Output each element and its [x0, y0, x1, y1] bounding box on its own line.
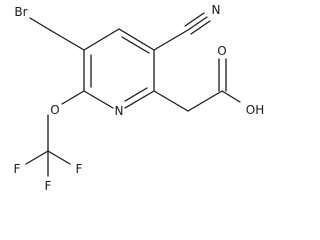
ether-oxygen-label: O [50, 103, 59, 117]
bond-c5-cn [153, 29, 189, 51]
nitrile-nitrogen-label: N [212, 3, 221, 17]
fluorine-3-label: F [45, 179, 52, 193]
atom-fluorine-3: F [45, 179, 52, 193]
bond-c-f-right [47, 150, 71, 165]
fluorine-1-label: F [14, 162, 21, 176]
hydroxyl-label: OH [246, 103, 264, 117]
bond-c3-c4 [83, 28, 120, 51]
bond-c-f-left [25, 150, 49, 165]
atom-ring-nitrogen: N [115, 104, 124, 118]
carbonyl-oxygen-label: O [217, 44, 226, 58]
bond-c4-c5 [118, 28, 155, 51]
bond-ch2-cooh [187, 90, 223, 112]
bond-c6-n1 [124, 90, 155, 109]
atom-nitrile-nitrogen: N [212, 3, 221, 17]
bond-cn-triple-2 [184, 12, 205, 27]
bond-ch2-br [29, 17, 51, 31]
bond-c4-c5-inner [121, 36, 150, 54]
fluorine-2-label: F [76, 162, 83, 176]
atom-bromine: Br [14, 5, 27, 19]
chemical-structure: Br N N O OH O F F F [14, 3, 265, 193]
pyridine-ring [83, 28, 155, 109]
bond-n1-c2 [83, 90, 114, 109]
bromine-label: Br [14, 5, 27, 19]
bond-c6-n1-inner [124, 87, 148, 102]
atom-hydroxyl: OH [246, 103, 264, 117]
bond-cn-triple-3 [190, 20, 211, 35]
bond-c2-o [61, 90, 85, 105]
atom-ether-oxygen: O [50, 103, 59, 117]
bond-c-oh [221, 90, 241, 103]
atom-carbonyl-oxygen: O [217, 44, 226, 58]
atom-fluorine-1: F [14, 162, 21, 176]
bond-c6-ch2 [153, 90, 189, 112]
ring-nitrogen-label: N [115, 104, 124, 118]
bond-c3-ch2 [49, 29, 85, 51]
atom-fluorine-2: F [76, 162, 83, 176]
bond-cn-triple-1 [187, 16, 208, 31]
